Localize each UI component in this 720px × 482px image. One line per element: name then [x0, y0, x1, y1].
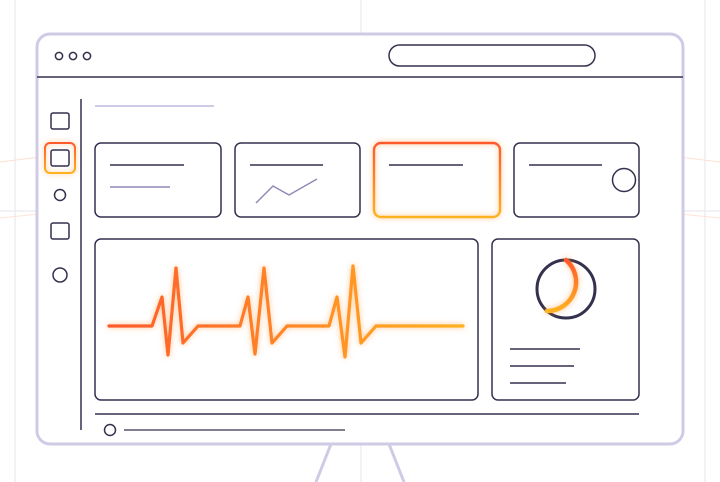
sidebar-item-circle-icon[interactable]	[52, 267, 68, 283]
window-control-dot-icon[interactable]	[68, 51, 78, 61]
address-bar[interactable]	[388, 44, 596, 67]
sidebar-item-square-icon[interactable]	[50, 112, 70, 130]
footer	[95, 413, 639, 437]
donut-chart-icon	[544, 257, 579, 314]
stat-card-highlighted[interactable]	[372, 141, 502, 219]
window-titlebar	[37, 44, 683, 78]
heartbeat-waveform-icon	[107, 264, 465, 359]
sidebar-item-active-highlight	[44, 142, 76, 174]
window-control-dot-icon[interactable]	[82, 51, 92, 61]
sidebar	[44, 99, 82, 430]
donut-panel[interactable]	[491, 238, 640, 401]
sidebar-item-square-icon[interactable]	[50, 222, 70, 240]
footer-circle-icon[interactable]	[103, 423, 117, 437]
stat-card[interactable]	[513, 142, 640, 218]
circle-icon	[611, 167, 637, 193]
sparkline-icon	[255, 178, 318, 204]
stat-card[interactable]	[94, 142, 222, 218]
stat-card[interactable]	[234, 142, 361, 218]
stat-cards	[94, 141, 640, 219]
sidebar-item-square-icon[interactable]	[50, 149, 70, 167]
heartbeat-panel[interactable]	[94, 238, 479, 401]
window-control-dot-icon[interactable]	[54, 51, 64, 61]
monitor-stand	[314, 443, 406, 482]
sidebar-item-circle-icon[interactable]	[53, 188, 67, 202]
